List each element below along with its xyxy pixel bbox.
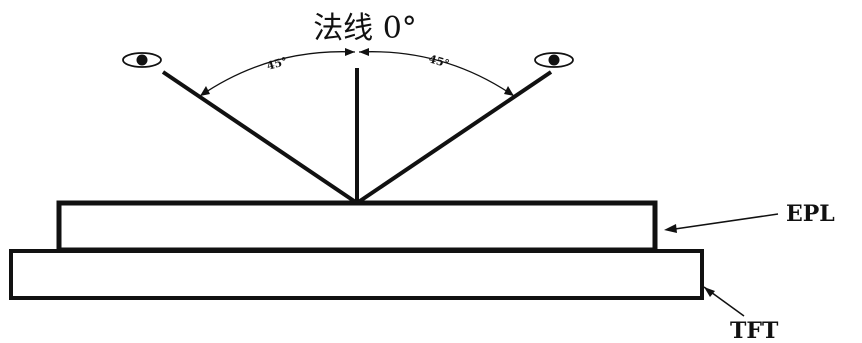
epl-pointer-arrowhead [664,224,677,233]
tft-label: TFT [730,318,779,343]
epl-pointer-line [667,213,779,231]
left-arc-arrowhead-inner [345,48,355,56]
tft-layer [9,249,704,300]
right-arc-arrowhead-inner [359,48,369,56]
eye-icon [122,52,162,68]
left-angle-label: 45° [265,55,289,73]
epl-layer [56,200,658,253]
left-arc-arrowhead-outer [200,86,210,96]
epl-label: EPL [786,201,835,227]
normal-title: 法线 0° [313,11,417,46]
eye-icon [534,52,574,68]
right-viewing-line [355,70,553,205]
left-viewing-line [161,70,359,205]
left-angle-arc [199,51,356,97]
right-angle-label: 45° [427,52,451,70]
right-angle-arc [358,51,515,97]
tft-pointer-arrowhead [704,287,715,297]
right-arc-arrowhead-outer [504,86,514,96]
